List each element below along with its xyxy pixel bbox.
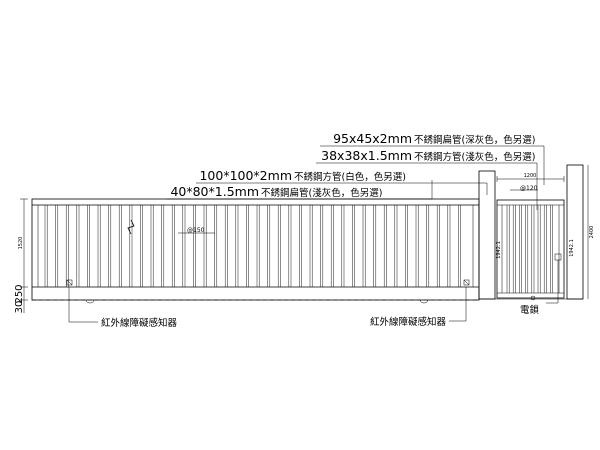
sensor-left-cross [66,279,73,286]
ped-gate-frame [496,199,565,299]
callout-3-size: 100*100*2mm [199,168,292,183]
ped-gate-vertical-bars [506,205,553,293]
sensor-right-cross [463,279,470,286]
sensor-right-icon [463,279,470,286]
callout-1-leader [320,145,545,185]
track-wheel-right [419,299,429,304]
dim-gate-width: 1200 [524,173,537,179]
callout-2-desc: 不銹鋼方管(淺灰色，色另選) [414,151,535,163]
callout-3: 100*100*2mm 不銹鋼方管(白色，色另選) [196,168,488,195]
dim-250: 250 [14,284,25,303]
break-symbol [127,219,135,235]
main-gate-vertical-bars [44,205,461,287]
lock-callout: 電鎖 [520,260,559,316]
dim-30: 30 [14,301,25,314]
main-gate [31,198,480,304]
sensor-right-label: 紅外線障礙感知器 [370,316,447,328]
callout-1-desc: 不銹鋼扁管(深灰色，色另選) [414,134,535,146]
dim-gate-h2: 1942.1 [569,239,575,257]
callout-1-size: 95x45x2mm [333,131,412,146]
post-right [566,164,584,300]
callout-4-desc: 不銹鋼扁管(淺灰色，色另選) [261,187,382,199]
left-dimensions: 1520 250 30 [14,198,28,314]
dim-gate-total: 2400 [589,226,595,239]
lock-leader [546,260,559,304]
callout-3-leader [196,182,488,195]
callout-1: 95x45x2mm 不銹鋼扁管(深灰色，色另選) [320,131,545,185]
callout-4-size: 40*80*1.5mm [170,184,259,199]
track-wheel-left [85,299,95,304]
dim-gate-h1: 1942.1 [496,241,502,259]
electric-lock-icon [554,253,562,261]
pitch-main-callout: @150 [178,227,215,234]
sensor-left-icon [66,279,73,286]
pitch-main: @150 [187,227,205,234]
sensor-left-callout: 紅外線障礙感知器 [68,287,178,329]
callout-2-leader [316,162,538,210]
callout-2: 38x38x1.5mm 不銹鋼方管(淺灰色，色另選) [316,148,538,210]
callout-4: 40*80*1.5mm 不銹鋼扁管(淺灰色，色另選) [166,180,433,200]
pitch-gate: @120 [520,185,538,192]
gate-hinge-icon [530,295,536,301]
callout-4-leader [166,180,433,200]
callout-3-desc: 不銹鋼方管(白色，色另選) [294,171,406,183]
lock-label: 電鎖 [520,304,540,316]
sensor-right-callout: 紅外線障礙感知器 [370,287,467,328]
pedestrian-gate: 1200 @120 1942.1 1942.1 2400 [496,165,595,301]
callout-2-size: 38x38x1.5mm [321,148,412,163]
sensor-right-leader [449,287,467,322]
sensor-left-leader [68,287,98,323]
sensor-left-label: 紅外線障礙感知器 [101,317,178,329]
dim-main-height: 1520 [18,237,24,250]
main-gate-outer-frame [31,198,480,301]
